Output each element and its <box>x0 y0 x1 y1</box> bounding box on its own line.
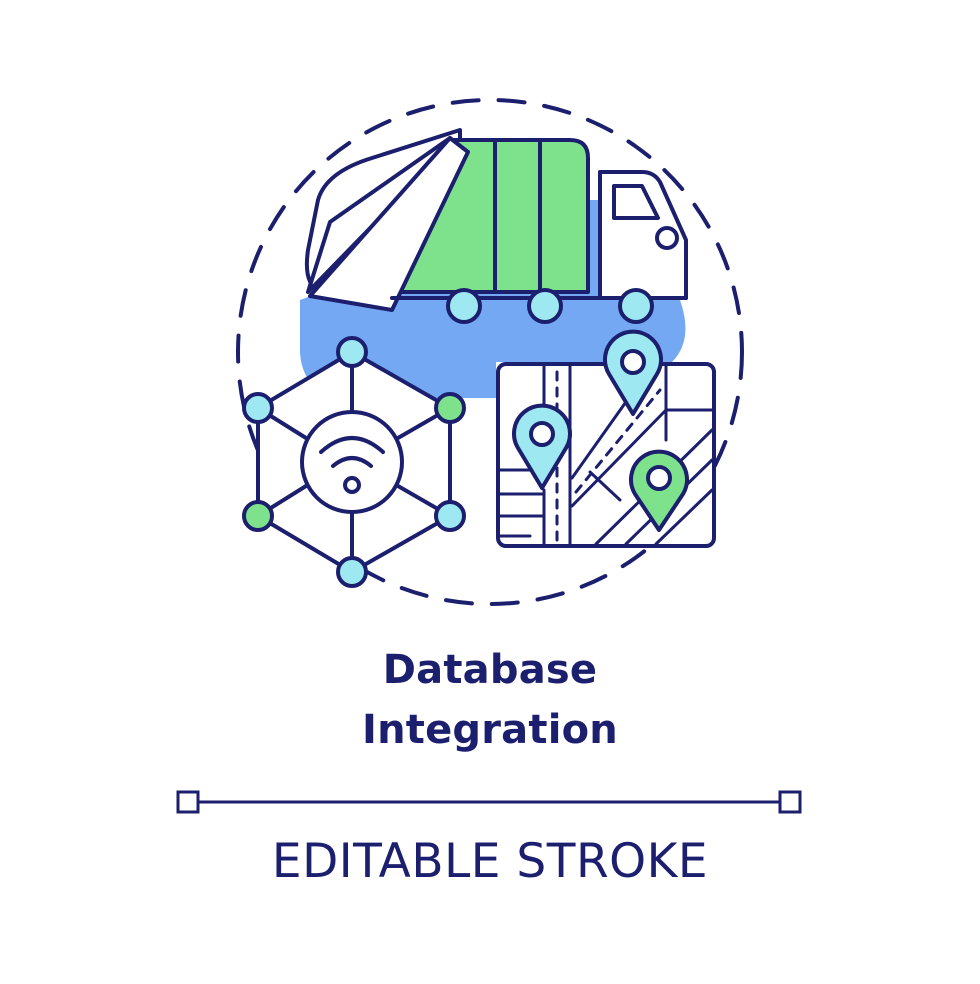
truck-wheel-1 <box>446 288 482 324</box>
dashed-frame-circle <box>236 98 744 606</box>
truck-window <box>612 184 660 220</box>
title-line-1: Database <box>382 647 598 693</box>
divider-handle-left <box>176 790 200 814</box>
network-center-circle <box>300 410 404 514</box>
network-node-top-left <box>242 392 274 424</box>
wifi-arc-inner <box>331 456 373 468</box>
location-pin-hole <box>646 465 672 491</box>
wifi-arc-outer <box>319 436 385 454</box>
location-pin-hole <box>529 421 555 447</box>
network-node-top-right <box>434 392 466 424</box>
network-node-top <box>336 336 368 368</box>
truck-wheel-2 <box>527 288 563 324</box>
stroke-divider <box>176 790 802 814</box>
divider-handle-right <box>778 790 802 814</box>
garbage-truck-icon <box>305 128 688 324</box>
network-node-bottom-right <box>434 500 466 532</box>
location-pin-hole <box>620 349 646 375</box>
network-node-bottom <box>336 556 368 588</box>
truck-compactor-flap <box>308 136 470 312</box>
map-diagonal-dash <box>574 388 662 494</box>
map-diagonal <box>570 408 668 508</box>
wifi-dot <box>343 476 361 494</box>
map-with-location-pins-icon <box>496 329 716 548</box>
editable-stroke-label: EDITABLE STROKE <box>271 834 709 889</box>
title-line-2: Integration <box>362 707 618 753</box>
map-diagonal <box>654 488 714 546</box>
map-street <box>588 470 622 502</box>
wireless-network-icon <box>242 336 466 588</box>
network-node-bottom-left <box>242 500 274 532</box>
truck-headlight <box>655 226 679 250</box>
truck-wheel-3 <box>618 288 654 324</box>
